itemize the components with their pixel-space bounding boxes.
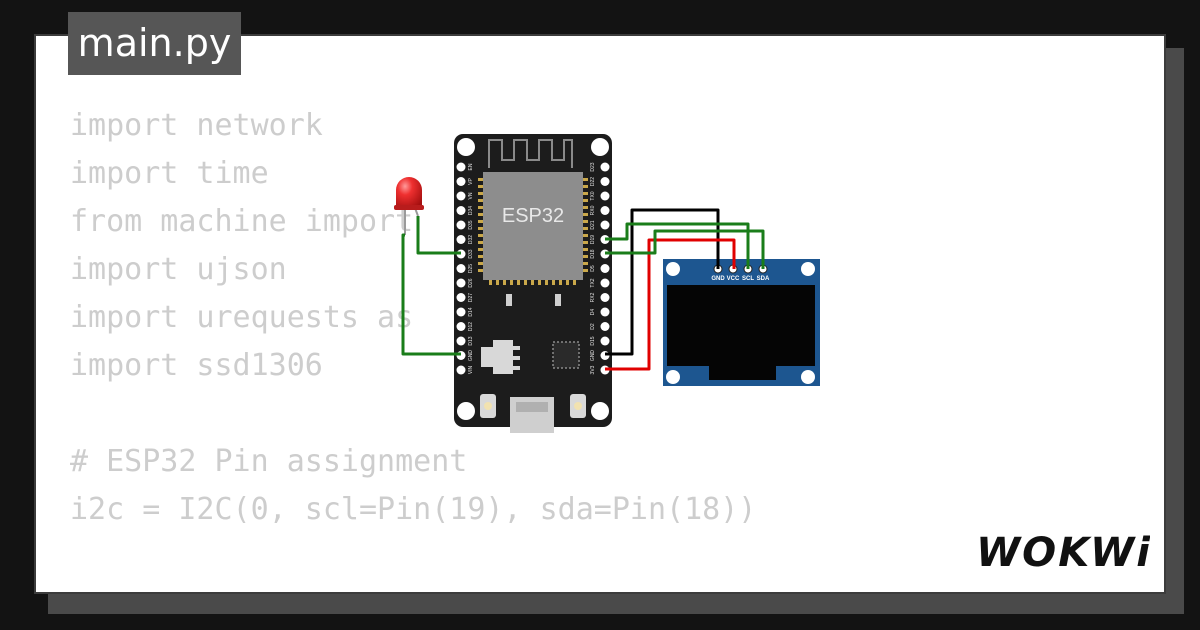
esp32-pin-label: D18: [590, 249, 596, 258]
wire-vcc: [605, 238, 736, 371]
esp32-pin-label: 3V3: [590, 365, 596, 374]
esp32-pin-tx2[interactable]: [600, 278, 610, 288]
esp32-pin-d32[interactable]: [456, 235, 466, 244]
chip-label: ESP32: [502, 205, 564, 227]
esp32-pin-tx0[interactable]: [600, 191, 610, 201]
esp32-pin-label: D21: [590, 220, 596, 229]
code-line: import time: [70, 156, 269, 191]
esp32-pin-label: D23: [590, 162, 596, 171]
esp32-pin-rx2[interactable]: [600, 293, 610, 302]
esp32-pin-vn[interactable]: [456, 191, 466, 201]
esp32-pin-label: VN: [468, 192, 474, 199]
esp32-pin-label: D2: [590, 323, 596, 330]
esp32-pin-label: VP: [468, 178, 474, 185]
code-line: Pin(32, Pin.OUT).value(0): [70, 582, 756, 592]
code-line: from machine import: [70, 204, 414, 239]
code-line: import ssd1306: [70, 348, 323, 383]
esp32-pin-label: D13: [468, 336, 474, 345]
esp32-pin-d15[interactable]: [600, 336, 610, 346]
esp32-pin-rx0[interactable]: [600, 206, 610, 215]
esp32-pin-label: D33: [468, 249, 474, 258]
oled-pin-label: SDA: [757, 276, 770, 282]
oled-pin-label: SCL: [742, 276, 754, 282]
esp32-pin-d2[interactable]: [600, 322, 610, 331]
oled-pin-label: GND: [711, 276, 725, 282]
esp32-pin-label: GND: [468, 350, 474, 362]
esp32-pin-vin[interactable]: [456, 365, 466, 375]
wokwi-logo: WOKWi: [978, 530, 1150, 576]
oled-pin-label: VCC: [727, 276, 740, 282]
code-preview: import network import time from machine im…: [70, 102, 757, 592]
esp32-pin-label: TX0: [590, 191, 596, 200]
code-line: import network: [70, 108, 323, 143]
wokwi-logo-text: WOKWi: [978, 530, 1150, 576]
esp32-pin-d21[interactable]: [600, 220, 610, 230]
esp32-pin-label: D26: [468, 278, 474, 287]
esp32-pin-d22[interactable]: [600, 177, 610, 186]
esp32-pin-label: D27: [468, 293, 474, 302]
esp32-pin-d5[interactable]: [600, 264, 610, 273]
esp32-pin-label: D4: [590, 309, 596, 316]
esp32-pin-label: D5: [590, 265, 596, 272]
wire-scl: [605, 222, 750, 269]
esp32-pin-d25[interactable]: [456, 264, 466, 273]
esp32-pin-label: D32: [468, 235, 474, 244]
esp32-pin-label: D12: [468, 322, 474, 331]
code-line: i2c = I2C(0, scl=Pin(19), sda=Pin(18)): [70, 492, 757, 527]
esp32-pin-label: D34: [468, 206, 474, 215]
esp32-pin-d13[interactable]: [456, 336, 466, 346]
esp32-pin-d34[interactable]: [456, 206, 466, 215]
code-line: import ujson: [70, 252, 287, 287]
esp32-pin-label: D15: [590, 336, 596, 345]
esp32-pin-d26[interactable]: [456, 278, 466, 288]
esp32-pin-label: VIN: [468, 365, 474, 374]
wire-led-cathode: [401, 233, 461, 356]
oled-screen: [667, 285, 815, 366]
wire-sda: [605, 229, 765, 269]
esp32-pin-label: D19: [590, 235, 596, 244]
esp32-pin-d35[interactable]: [456, 220, 466, 230]
esp32-pin-label: RX2: [590, 292, 596, 302]
esp32-pin-label: GND: [590, 350, 596, 362]
esp32-pin-vp[interactable]: [456, 177, 466, 186]
esp32-pin-label: D22: [590, 177, 596, 186]
esp32-pin-d4[interactable]: [600, 307, 610, 317]
code-line: # ESP32 Pin assignment: [70, 444, 468, 479]
esp32-pin-label: EN: [468, 163, 474, 170]
esp32-pin-d27[interactable]: [456, 293, 466, 302]
file-tab[interactable]: main.py: [68, 12, 241, 75]
esp32-pin-en[interactable]: [456, 162, 466, 172]
esp32-pin-d23[interactable]: [600, 162, 610, 172]
esp32-board[interactable]: ESP32 ENVPVND34D35D32D33D25D26D27D14D12D…: [454, 134, 612, 433]
esp32-pin-label: TX2: [590, 278, 596, 287]
wires: [401, 208, 765, 371]
esp32-pin-d14[interactable]: [456, 307, 466, 317]
esp32-pin-label: D14: [468, 307, 474, 316]
esp32-pin-label: RX0: [590, 205, 596, 215]
wire-led-anode: [416, 216, 461, 255]
esp32-chip: [483, 172, 583, 280]
esp32-pin-d12[interactable]: [456, 322, 466, 331]
esp32-pin-label: D35: [468, 220, 474, 229]
red-led[interactable]: [394, 177, 424, 235]
code-line: import urequests as: [70, 300, 414, 335]
esp32-pin-label: D25: [468, 264, 474, 273]
